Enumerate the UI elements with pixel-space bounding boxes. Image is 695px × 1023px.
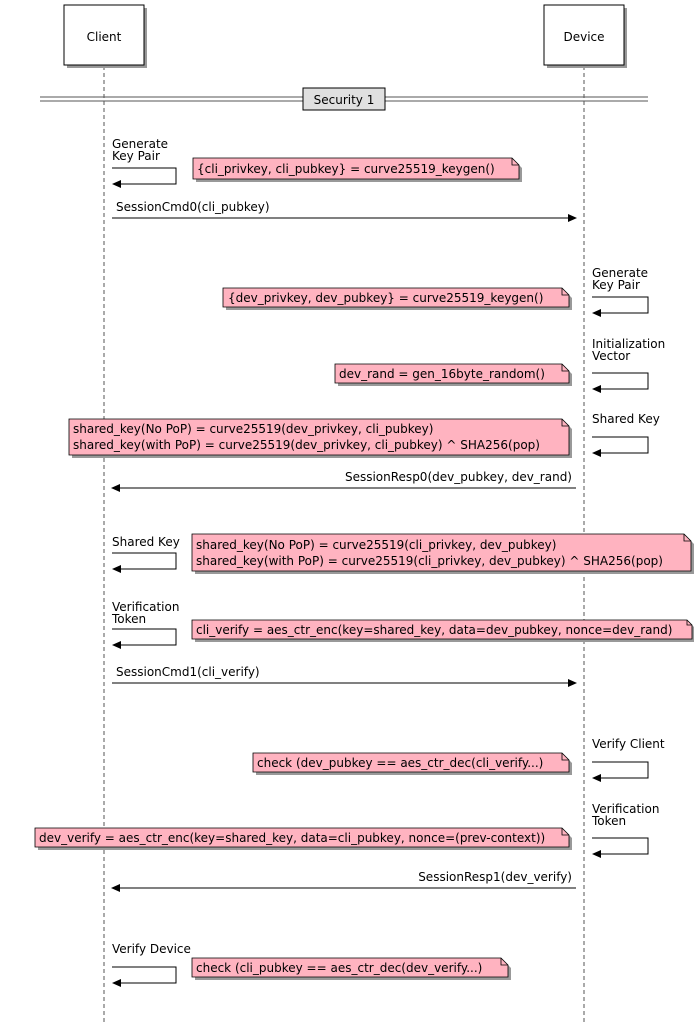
note-text: dev_rand = gen_16byte_random(): [339, 367, 545, 381]
note-client-shared: shared_key(No PoP) = curve25519(cli_priv…: [191, 533, 694, 574]
note-text: shared_key(No PoP) = curve25519(dev_priv…: [73, 422, 433, 436]
message-session-cmd1: SessionCmd1(cli_verify): [112, 665, 577, 687]
device-verif-token-selfcall: Verification Token: [591, 802, 659, 858]
note-text: {cli_privkey, cli_pubkey} = curve25519_k…: [197, 162, 495, 176]
self-call-label: Shared Key: [592, 412, 660, 426]
note-client-keygen: {cli_privkey, cli_pubkey} = curve25519_k…: [192, 157, 522, 182]
note-client-verify: cli_verify = aes_ctr_enc(key=shared_key,…: [191, 619, 694, 642]
note-text: shared_key(No PoP) = curve25519(cli_priv…: [196, 538, 556, 552]
self-call-label: Shared Key: [112, 535, 180, 549]
self-call-label: Verify Device: [112, 942, 191, 956]
self-call-label: Vector: [592, 349, 630, 363]
device-init-vector-selfcall: Initialization Vector: [592, 337, 665, 393]
self-call-label: Verification: [112, 600, 179, 614]
self-call-label: Key Pair: [592, 278, 640, 292]
note-text: check (dev_pubkey == aes_ctr_dec(cli_ver…: [257, 756, 543, 770]
note-device-rand: dev_rand = gen_16byte_random(): [334, 363, 572, 386]
note-device-verify: dev_verify = aes_ctr_enc(key=shared_key,…: [34, 827, 572, 850]
client-participant: Client: [63, 4, 147, 68]
device-shared-key-selfcall: Shared Key: [592, 412, 660, 457]
self-call-label: Initialization: [592, 337, 665, 351]
message-label: SessionResp0(dev_pubkey, dev_rand): [345, 470, 572, 484]
self-call-label: Verification: [592, 802, 659, 816]
client-gen-keypair-selfcall: Generate Key Pair: [112, 137, 177, 188]
self-call-label: Token: [111, 612, 146, 626]
note-text: shared_key(with PoP) = curve25519(cli_pr…: [196, 554, 663, 568]
note-device-check: check (dev_pubkey == aes_ctr_dec(cli_ver…: [252, 752, 572, 775]
message-label: SessionCmd0(cli_pubkey): [116, 200, 270, 214]
self-call-label: Generate: [592, 266, 648, 280]
client-label: Client: [87, 30, 122, 44]
message-session-cmd0: SessionCmd0(cli_pubkey): [112, 200, 577, 222]
message-label: SessionCmd1(cli_verify): [116, 665, 260, 679]
separator-label: Security 1: [314, 93, 375, 107]
self-call-label: Key Pair: [112, 149, 160, 163]
note-text: shared_key(with PoP) = curve25519(dev_pr…: [73, 438, 540, 452]
self-call-label: Token: [591, 814, 626, 828]
note-text: dev_verify = aes_ctr_enc(key=shared_key,…: [39, 831, 545, 845]
client-shared-key-selfcall: Shared Key: [112, 535, 180, 573]
note-text: cli_verify = aes_ctr_enc(key=shared_key,…: [196, 623, 672, 637]
note-device-shared: shared_key(No PoP) = curve25519(dev_priv…: [68, 418, 572, 458]
message-session-resp0: SessionResp0(dev_pubkey, dev_rand): [111, 470, 576, 492]
self-call-label: Verify Client: [592, 737, 665, 751]
section-separator: Security 1: [40, 87, 648, 111]
note-text: {dev_privkey, dev_pubkey} = curve25519_k…: [228, 291, 543, 305]
note-client-check: check (cli_pubkey == aes_ctr_dec(dev_ver…: [191, 957, 511, 980]
message-label: SessionResp1(dev_verify): [418, 870, 572, 884]
client-verif-token-selfcall: Verification Token: [111, 600, 179, 649]
device-participant: Device: [543, 4, 627, 68]
device-gen-keypair-selfcall: Generate Key Pair: [592, 266, 649, 317]
note-device-keygen: {dev_privkey, dev_pubkey} = curve25519_k…: [222, 287, 572, 310]
self-call-label: Generate: [112, 137, 168, 151]
device-label: Device: [563, 30, 604, 44]
device-verify-client-selfcall: Verify Client: [592, 737, 665, 782]
client-verify-device-selfcall: Verify Device: [112, 942, 191, 987]
message-session-resp1: SessionResp1(dev_verify): [111, 870, 576, 892]
note-text: check (cli_pubkey == aes_ctr_dec(dev_ver…: [196, 961, 482, 975]
